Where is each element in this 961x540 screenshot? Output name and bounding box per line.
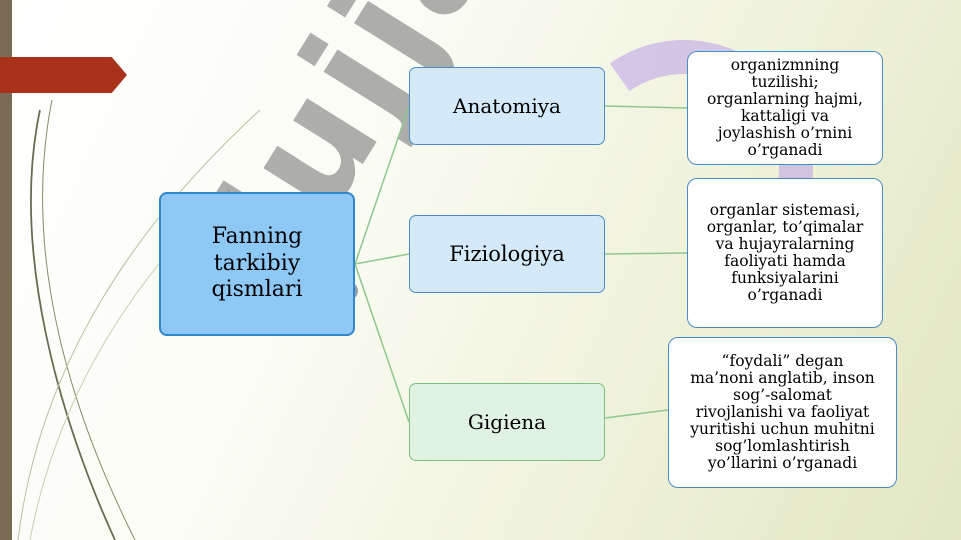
detail-gigiena: “foydali” degan ma’noni anglatib, inson … — [668, 337, 897, 488]
node-anatomiya: Anatomiya — [409, 67, 605, 145]
detail-gigiena-text: “foydali” degan ma’noni anglatib, inson … — [690, 351, 875, 473]
connector-root-fiziologiya — [354, 253, 410, 265]
node-fiziologiya: Fiziologiya — [409, 215, 605, 293]
connector-root-gigiena — [354, 263, 410, 423]
arrow-tab-decoration — [0, 57, 127, 93]
detail-fiziologiya: organlar sistemasi, organlar, to’qimalar… — [687, 178, 883, 328]
left-accent-bar — [0, 0, 12, 540]
node-gigiena: Gigiena — [409, 383, 605, 461]
detail-anatomiya: organizmning tuzilishi; organlarning haj… — [687, 51, 883, 165]
detail-anatomiya-text: organizmning tuzilishi; organlarning haj… — [707, 55, 863, 160]
root-node-label: Fanning tarkibiy qismlari — [211, 224, 303, 303]
root-node: Fanning tarkibiy qismlari — [159, 192, 355, 336]
connector-gigiena-detail — [604, 409, 669, 419]
connector-root-anatomiya — [354, 105, 410, 265]
node-fiziologiya-label: Fiziologiya — [449, 242, 565, 266]
connector-fiziologiya-detail — [604, 252, 688, 255]
node-gigiena-label: Gigiena — [467, 410, 547, 434]
connector-anatomiya-detail — [604, 105, 688, 109]
detail-fiziologiya-text: organlar sistemasi, organlar, to’qimalar… — [706, 200, 864, 305]
node-anatomiya-label: Anatomiya — [453, 94, 561, 118]
